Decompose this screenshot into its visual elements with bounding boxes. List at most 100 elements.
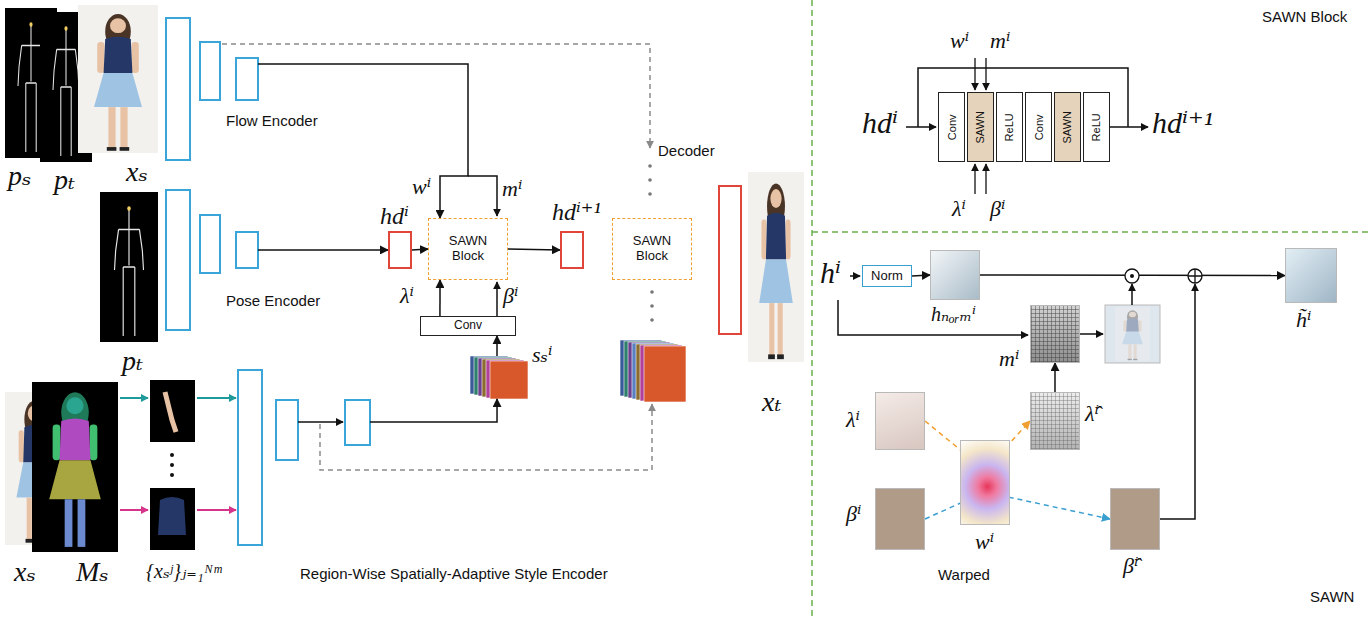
math-symbol: βⁱ <box>990 196 1005 221</box>
region-arrow <box>197 397 236 399</box>
norm-box: Norm <box>862 265 912 287</box>
person-photo <box>78 5 158 153</box>
encoder-layer <box>166 190 190 330</box>
connector <box>258 64 468 218</box>
math-symbol: β̂ⁱ <box>1123 553 1138 578</box>
panel-divider <box>811 0 813 620</box>
encoder-layer <box>276 400 298 460</box>
math-symbol: βⁱ <box>846 501 861 526</box>
input-arrow <box>985 58 986 90</box>
flow-arrow <box>838 300 1028 335</box>
node-label: Conv <box>1032 114 1045 140</box>
node-label: Decoder <box>658 142 715 159</box>
region-arrow <box>120 509 148 511</box>
math-symbol: pₛ <box>8 160 31 192</box>
encoder-layer <box>345 400 370 445</box>
ellipsis-dot <box>648 164 652 168</box>
encoder-arrow <box>298 421 343 423</box>
node-label: ReLU <box>1003 113 1016 141</box>
conv-box: Conv <box>420 316 516 336</box>
connector <box>439 280 441 316</box>
ellipsis-dot <box>650 318 654 322</box>
pose-image <box>100 192 158 342</box>
region-crop <box>150 488 195 550</box>
label-anchor: Mₛ <box>76 556 109 588</box>
caption-label: SAWN Block <box>1262 8 1347 25</box>
multiply-symbol <box>1125 269 1139 283</box>
math-symbol: pₜ <box>122 345 143 377</box>
feature-box: hdⁱ <box>388 231 412 269</box>
encoder-layer <box>166 18 190 160</box>
flow-field: wⁱ <box>960 440 1010 525</box>
node-label: Pose Encoder <box>226 292 320 309</box>
input-arrow <box>985 164 986 194</box>
ellipsis-dot <box>650 290 654 294</box>
branch-arrow <box>496 282 498 316</box>
math-symbol: xₜ <box>762 386 781 418</box>
math-symbol: hdⁱ <box>862 106 898 141</box>
feature-map: β̂ⁱ <box>1110 488 1160 550</box>
math-symbol: wⁱ <box>975 529 994 554</box>
node-label: Flow Encoder <box>226 112 318 129</box>
region-crop <box>150 380 195 442</box>
flow-arrow <box>1131 284 1133 305</box>
feature-stack <box>470 356 528 399</box>
label-anchor: βⁱ <box>990 196 1005 221</box>
math-symbol: Mₛ <box>76 556 109 588</box>
label-anchor: SAWN Block <box>1262 8 1347 25</box>
math-symbol: sₛⁱ <box>532 342 552 367</box>
math-symbol: mⁱ <box>502 176 522 201</box>
flow-arrow <box>850 275 860 277</box>
region-arrow <box>197 509 236 511</box>
encoder-layer <box>200 215 220 273</box>
input-arrow <box>974 164 975 194</box>
node-label: Conv <box>945 114 958 140</box>
math-symbol: hdⁱ⁺¹ <box>1152 106 1213 141</box>
connector <box>912 275 930 276</box>
math-symbol: βⁱ <box>503 283 518 308</box>
ellipsis-dot <box>170 463 174 467</box>
label-anchor: pₜ <box>122 345 143 377</box>
panel-divider <box>812 231 1369 233</box>
encoder-layer <box>200 42 220 100</box>
add-symbol <box>1188 269 1202 283</box>
branch-arrow <box>468 176 497 216</box>
node-label: SAWN Block <box>440 234 496 264</box>
region-crop <box>158 497 186 535</box>
region-crop <box>165 392 176 432</box>
math-symbol: hdⁱ <box>380 203 409 231</box>
math-symbol: xₛ <box>126 156 148 188</box>
label-anchor: pₛ <box>8 160 31 192</box>
math-symbol: xₛ <box>14 556 36 588</box>
feature-box: hdⁱ⁺¹ <box>560 231 584 269</box>
label-anchor: pₜ <box>54 164 75 196</box>
feature-map: mⁱ <box>1030 305 1080 363</box>
feature-stack <box>620 340 686 402</box>
modulated-feature <box>1115 307 1150 361</box>
feature-map: h̃ⁱ <box>1285 248 1337 303</box>
label-anchor: mⁱ <box>502 176 522 201</box>
flow-arrow <box>1080 333 1103 335</box>
modulated-feature <box>1105 305 1160 363</box>
feature-map: λⁱ <box>875 392 925 450</box>
label-anchor: wⁱ <box>950 28 969 53</box>
layer-box: ReLU <box>996 92 1023 162</box>
connector <box>412 249 428 250</box>
feature-layer <box>644 346 686 402</box>
encoder-layer <box>238 370 262 545</box>
label-anchor: xₛ <box>126 156 148 188</box>
flow-encoder: Flow Encoder <box>166 18 258 160</box>
label-anchor: hⁱ <box>820 256 841 291</box>
layer-box: Conv <box>1025 92 1052 162</box>
math-symbol: {xₛʲ}ⱼ₌₁ᴺᵐ <box>146 560 221 583</box>
connector <box>496 336 498 356</box>
label-anchor: {xₛʲ}ⱼ₌₁ᴺᵐ <box>146 560 221 583</box>
math-symbol: mⁱ <box>999 346 1019 371</box>
skip-connection <box>222 44 650 148</box>
ellipsis-dot <box>170 453 174 457</box>
style-feature-map: sₛⁱ <box>470 356 528 399</box>
decoder-box: Decoder <box>718 185 742 335</box>
node-label: Conv <box>454 319 482 333</box>
connector <box>925 492 1110 519</box>
